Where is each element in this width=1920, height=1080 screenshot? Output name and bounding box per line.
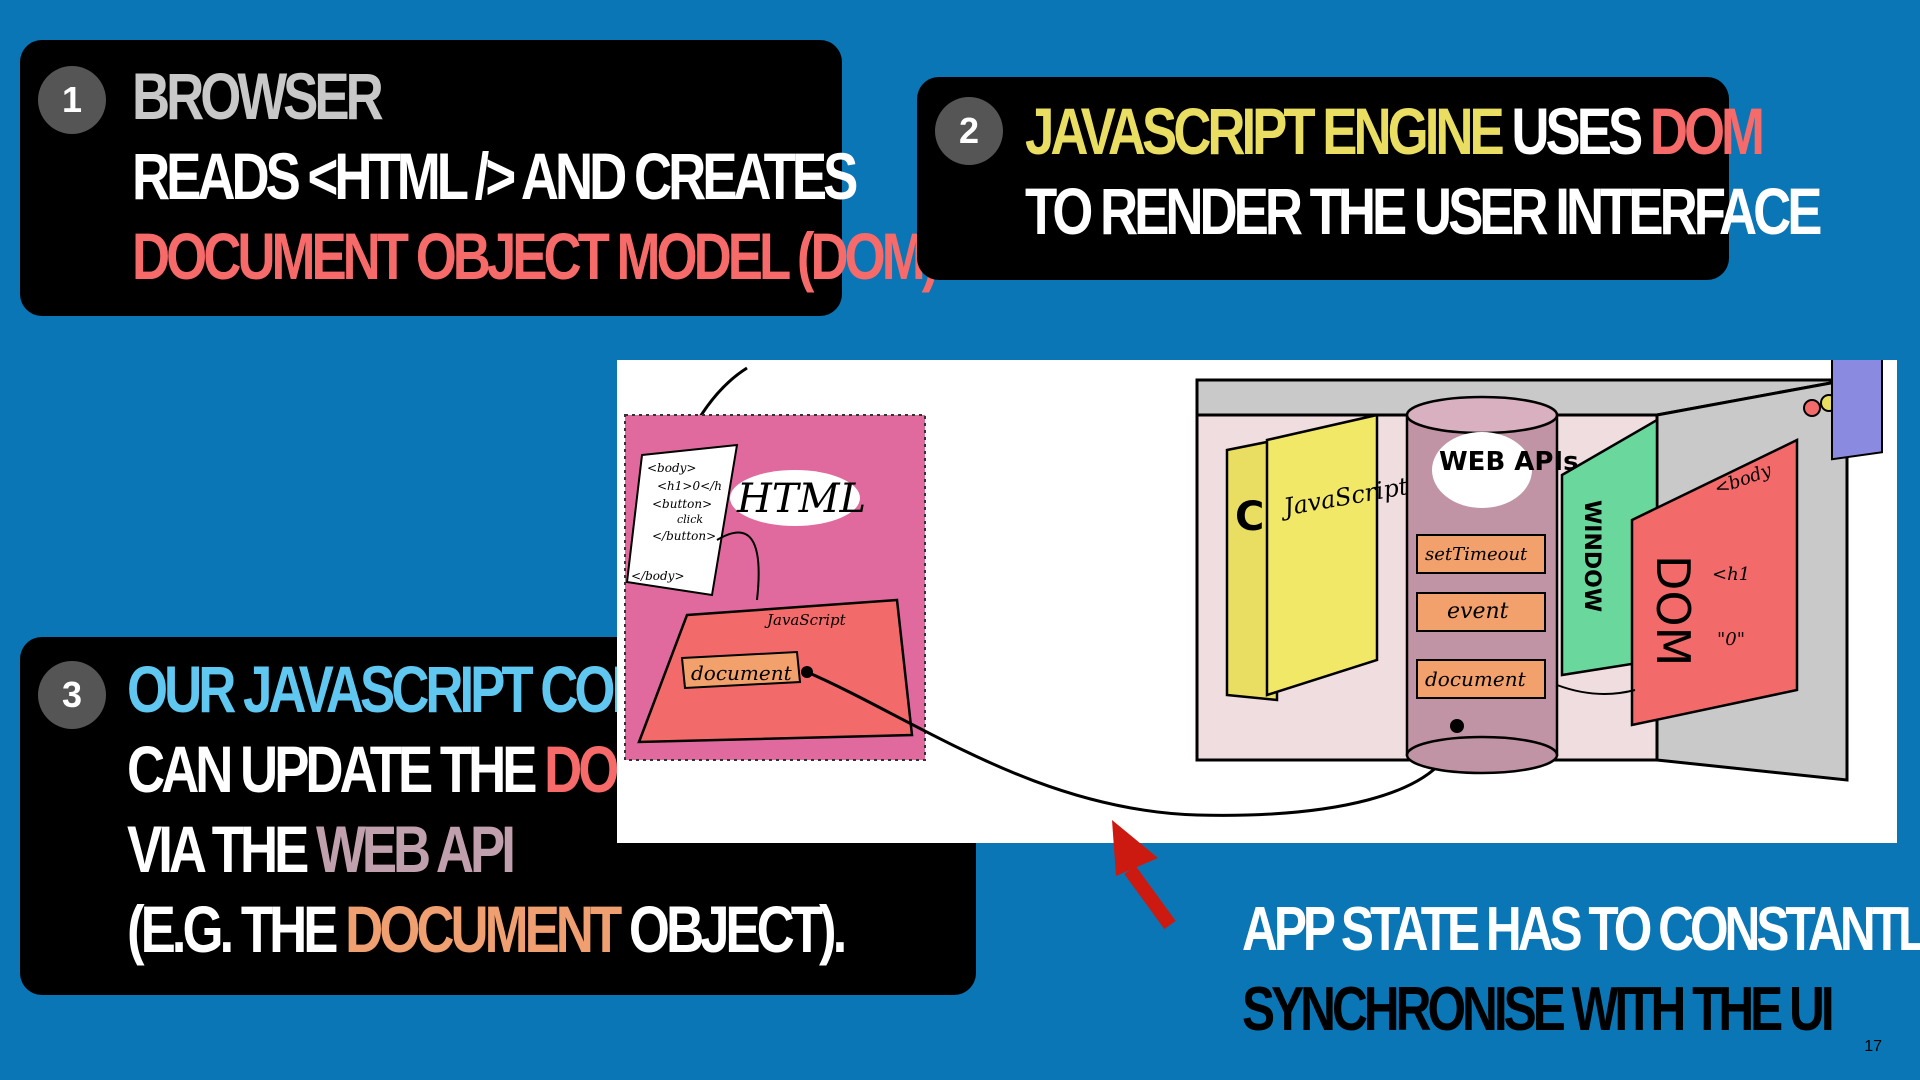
dom-box (1630, 438, 1799, 727)
js-engine-box (1265, 413, 1379, 697)
html-js-connector (716, 531, 760, 601)
webapis-label: WEB APIs (1439, 447, 1579, 477)
code-line-2: <h1>0</h (657, 479, 722, 493)
code-line-1: <body> (647, 461, 696, 475)
step3-line3: VIA THE WEB API (127, 809, 843, 889)
caption: APP STATE HAS TO CONSTANTLY SYNCHRONISE … (1242, 890, 1920, 1050)
step2-js-engine-text: JAVASCRIPT ENGINE (1025, 94, 1505, 168)
api-item-event-label: event (1447, 599, 1509, 624)
step3-line2-text: CAN UPDATE THE (127, 732, 545, 806)
webapis-cylinder-bottom (1405, 735, 1559, 775)
document-connection-curve (806, 659, 1459, 817)
step3-document-text: DOCUMENT (345, 892, 622, 966)
step2-uses-text: USES (1500, 94, 1650, 168)
step3-webapi-text: WEB API (316, 812, 516, 886)
window-label: WINDOW (1579, 500, 1604, 612)
step2-heading: JAVASCRIPT ENGINE USES DOM TO RENDER THE… (1025, 91, 1823, 251)
api-item-event (1416, 592, 1546, 632)
html-label: HTML (736, 476, 866, 522)
code-line-3: <button> (652, 497, 712, 511)
step3-object-text: OBJECT). (618, 892, 847, 966)
document-tag (680, 650, 802, 690)
code-line-5: </button> (652, 529, 716, 543)
step1-line2: READS <HTML /> AND CREATES (132, 139, 858, 213)
step3-line1: OUR JAVASCRIPT CODE (127, 652, 681, 726)
step3-line4: (E.G. THE DOCUMENT OBJECT). (127, 889, 847, 969)
webapis-label-bubble (1432, 432, 1532, 508)
caption-line1: APP STATE HAS TO CONSTANTLY (1242, 895, 1920, 964)
javascript-label: JavaScript (764, 611, 847, 629)
step2-line1: JAVASCRIPT ENGINE USES DOM (1025, 91, 1819, 171)
code-line-6: </body> (631, 569, 685, 583)
webapis-cylinder-top (1405, 395, 1559, 435)
dom-label: DOM (1646, 555, 1700, 666)
sketch-svg: <body> <h1>0</h <button> click </button>… (624, 360, 1883, 817)
api-document-dot (1450, 719, 1464, 733)
red-arrow-icon (1112, 820, 1176, 930)
step3-line3-text: VIA THE (127, 812, 316, 886)
caption-line2: SYNCHRONISE WITH THE UI (1242, 975, 1835, 1044)
step2-line2: TO RENDER THE USER INTERFACE (1025, 174, 1823, 248)
step1-line1: BROWSER (132, 59, 384, 133)
html-label-bubble (730, 470, 860, 526)
browser-sketch-illustration: <body> <h1>0</h <button> click </button>… (617, 360, 1897, 843)
step1-heading: BROWSER READS <HTML /> AND CREATES DOCUM… (132, 56, 939, 296)
window-button-red (1803, 399, 1821, 417)
step2-number-badge: 2 (935, 97, 1003, 165)
step3-heading: OUR JAVASCRIPT CODE CAN UPDATE THE DOM V… (127, 649, 847, 969)
api-dom-connector (1556, 684, 1636, 695)
document-tag-label: document (691, 661, 793, 685)
api-item-document (1416, 659, 1546, 699)
api-item-document-label: document (1425, 667, 1527, 691)
step2-dom-text: DOM (1649, 94, 1765, 168)
api-item-settimeout (1416, 534, 1546, 574)
cpp-box (1225, 438, 1279, 702)
step2-card: 2 JAVASCRIPT ENGINE USES DOM TO RENDER T… (917, 77, 1823, 280)
browser-screen-panel (1831, 360, 1883, 461)
step3-number-badge: 3 (38, 661, 106, 729)
step3-line4-text: (E.G. THE (127, 892, 346, 966)
dom-code-2: <h1 (1712, 564, 1750, 585)
step1-card: 1 BROWSER READS <HTML /> AND CREATES DOC… (20, 40, 939, 316)
code-line-4: click (677, 513, 703, 526)
api-item-settimeout-label: setTimeout (1425, 544, 1528, 565)
dom-code-3: "0" (1717, 629, 1745, 650)
step1-number-badge: 1 (38, 66, 106, 134)
code-paper (625, 443, 739, 597)
step1-line3: DOCUMENT OBJECT MODEL (DOM) (132, 219, 939, 293)
page-number: 17 (1864, 1038, 1882, 1055)
